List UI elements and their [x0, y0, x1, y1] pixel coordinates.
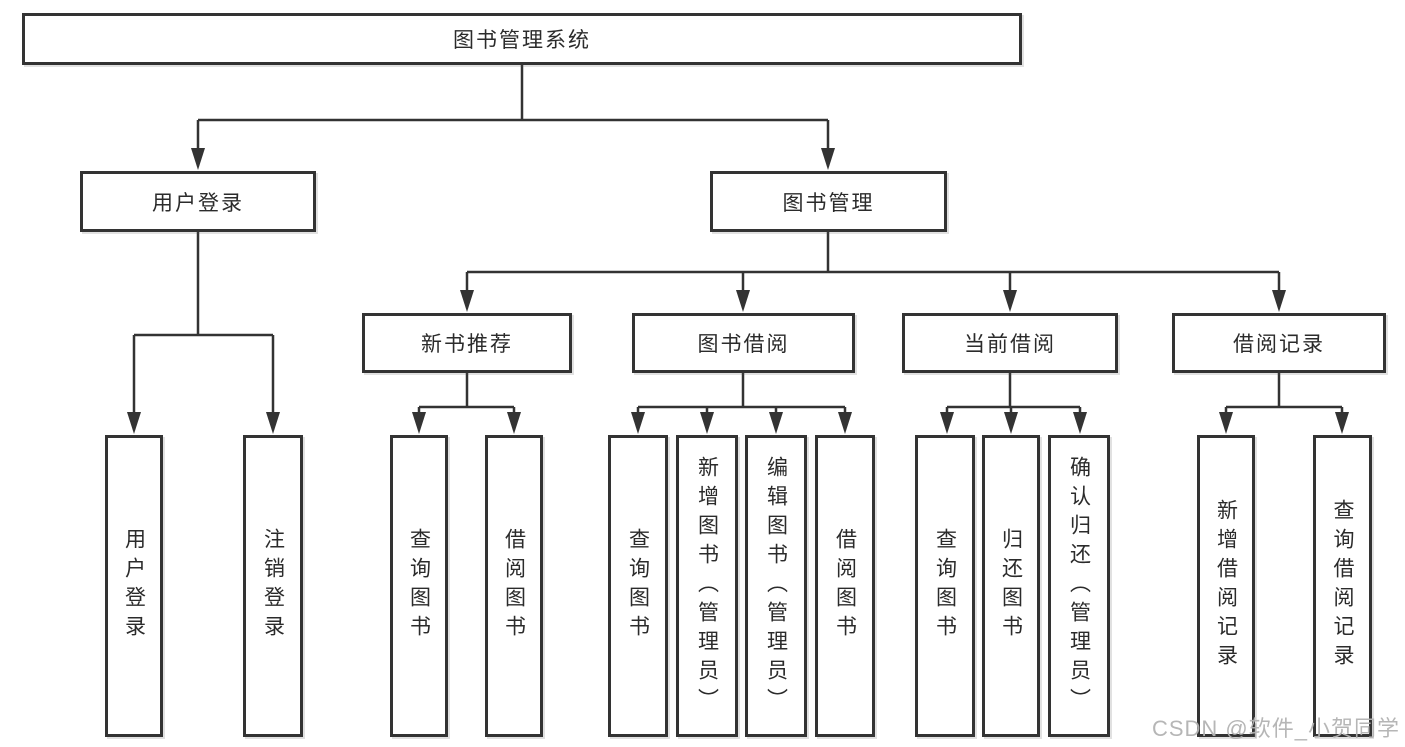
- leaf-label: 归还图书: [999, 528, 1023, 644]
- connector-borrowing-to-leaves: [636, 373, 847, 419]
- leaf-label: 编辑图书（管理员）: [764, 455, 788, 717]
- node-leaf-query-books-2: 查询图书: [608, 435, 668, 737]
- node-leaf-edit-books-admin: 编辑图书（管理员）: [745, 435, 807, 737]
- node-leaf-confirm-return-admin: 确认归还（管理员）: [1048, 435, 1110, 737]
- arrowhead: [266, 412, 280, 434]
- arrowhead: [736, 290, 750, 312]
- leaf-label: 确认归还（管理员）: [1067, 455, 1091, 717]
- arrowhead: [1335, 412, 1349, 434]
- node-leaf-user-login: 用户登录: [105, 435, 163, 737]
- arrowhead: [631, 412, 645, 434]
- leaf-label: 查询图书: [626, 528, 650, 644]
- arrowheads: [127, 148, 1349, 434]
- node-borrowing-records: 借阅记录: [1172, 313, 1386, 373]
- leaf-label: 注销登录: [261, 528, 285, 644]
- arrowhead: [507, 412, 521, 434]
- leaf-label: 新增借阅记录: [1214, 499, 1238, 673]
- arrowhead: [769, 412, 783, 434]
- leaf-label: 借阅图书: [502, 528, 526, 644]
- node-leaf-query-borrow-record: 查询借阅记录: [1313, 435, 1372, 737]
- node-book-management: 图书管理: [710, 171, 947, 232]
- node-leaf-borrow-books-1: 借阅图书: [485, 435, 543, 737]
- arrowhead: [460, 290, 474, 312]
- node-user-login: 用户登录: [80, 171, 316, 232]
- arrowhead: [1272, 290, 1286, 312]
- arrowhead: [700, 412, 714, 434]
- arrowhead: [1073, 412, 1087, 434]
- arrowhead: [127, 412, 141, 434]
- connector-bookmgmt-to-level3: [465, 232, 1281, 297]
- node-leaf-query-books-3: 查询图书: [915, 435, 975, 737]
- leaf-label: 查询图书: [933, 528, 957, 644]
- node-book-borrowing: 图书借阅: [632, 313, 855, 373]
- connector-userlogin-to-leaves: [132, 232, 275, 419]
- arrowhead: [1003, 290, 1017, 312]
- node-leaf-add-books-admin: 新增图书（管理员）: [676, 435, 738, 737]
- connector-root-to-level2: [196, 65, 830, 155]
- arrowhead: [1219, 412, 1233, 434]
- arrowhead: [412, 412, 426, 434]
- arrowhead: [940, 412, 954, 434]
- node-leaf-logout: 注销登录: [243, 435, 303, 737]
- leaf-label: 新增图书（管理员）: [695, 455, 719, 717]
- connector-records-to-leaves: [1224, 373, 1344, 419]
- node-leaf-add-borrow-record: 新增借阅记录: [1197, 435, 1255, 737]
- connector-newbook-to-leaves: [417, 373, 516, 419]
- arrowhead: [838, 412, 852, 434]
- leaf-label: 用户登录: [122, 528, 146, 644]
- csdn-watermark: CSDN @软件_小贺同学: [1151, 716, 1400, 741]
- node-root-library-system: 图书管理系统: [22, 13, 1022, 65]
- leaf-label: 借阅图书: [833, 528, 857, 644]
- node-new-book-recommend: 新书推荐: [362, 313, 572, 373]
- arrowhead: [191, 148, 205, 170]
- arrowhead: [821, 148, 835, 170]
- node-current-borrowing: 当前借阅: [902, 313, 1118, 373]
- leaf-label: 查询借阅记录: [1331, 499, 1355, 673]
- node-leaf-return-books: 归还图书: [982, 435, 1040, 737]
- node-leaf-query-books-1: 查询图书: [390, 435, 448, 737]
- arrowhead: [1004, 412, 1018, 434]
- node-leaf-borrow-books-2: 借阅图书: [815, 435, 875, 737]
- leaf-label: 查询图书: [407, 528, 431, 644]
